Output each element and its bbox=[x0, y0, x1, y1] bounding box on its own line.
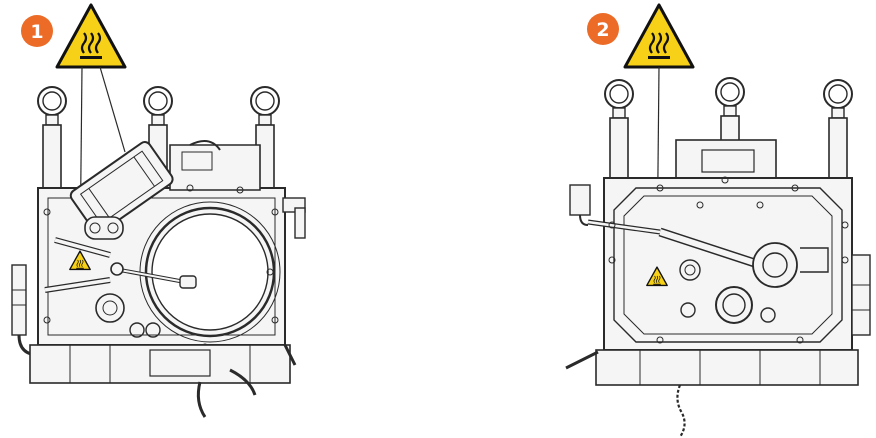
view-2-badge: 2 bbox=[587, 13, 619, 45]
view-1-badge: 1 bbox=[21, 15, 53, 47]
hot-surface-warning-icon bbox=[623, 3, 695, 69]
view-2: 2 bbox=[565, 3, 871, 438]
view-1-badge-label: 1 bbox=[30, 21, 43, 43]
view-2-housing bbox=[565, 139, 871, 438]
hot-surface-warning-icon bbox=[55, 3, 127, 69]
hot-surface-warning-icon bbox=[69, 250, 91, 271]
view-2-lifting-eyebolts bbox=[604, 77, 853, 181]
view-1: 1 bbox=[11, 3, 306, 418]
view-2-badge-label: 2 bbox=[596, 19, 609, 41]
view-1-housing bbox=[11, 140, 306, 418]
hot-surface-warning-icon bbox=[646, 266, 668, 287]
